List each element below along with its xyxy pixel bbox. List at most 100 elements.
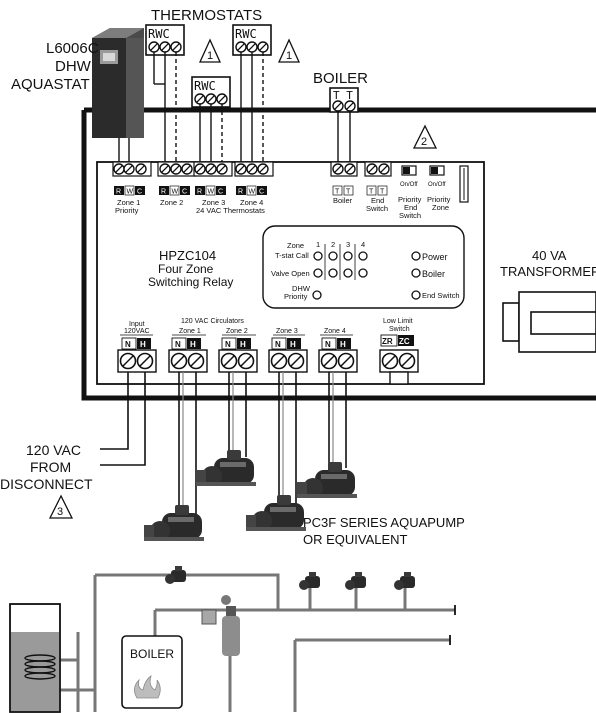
svg-text:Priority: Priority [427,195,451,204]
transformer-label-line2: TRANSFORMER [500,264,596,279]
svg-text:On/Off: On/Off [428,182,446,188]
svg-text:RWC: RWC [194,79,216,93]
svg-text:Zone 1: Zone 1 [179,328,201,335]
piping-pump-b [345,572,366,590]
boiler-bottom-label: BOILER [130,647,174,661]
svg-text:R: R [238,189,243,196]
svg-text:Zone 3: Zone 3 [202,198,225,207]
svg-text:Priority: Priority [284,292,308,301]
svg-text:24 VAC Thermostats: 24 VAC Thermostats [196,206,265,215]
boiler-tt-wires [337,112,351,166]
svg-text:Zone 1: Zone 1 [117,198,140,207]
piping [60,573,455,712]
svg-text:R: R [161,189,166,196]
boiler-tt-terminal: T T [329,87,359,113]
power-input-wires [100,372,146,466]
power-label-line1: 120 VAC [26,442,81,458]
svg-text:N: N [125,340,131,349]
note-triangle-1a: 1 [198,38,222,63]
svg-text:Switch: Switch [389,326,410,333]
thermostats-label: THERMOSTATS [151,7,262,24]
thermostat-zone4: RWC [232,24,272,56]
svg-text:Priority: Priority [398,195,422,204]
svg-text:RWC: RWC [235,27,257,41]
power-label-line3: DISCONNECT [0,476,93,492]
pump-label-line1: PC3F SERIES AQUAPUMP [303,515,465,530]
boiler-top-label: BOILER [313,70,368,87]
svg-text:1: 1 [316,240,320,249]
aquastat-label-line1: L6006C [46,40,99,57]
piping-pump-dhw [165,566,186,584]
svg-text:Valve Open: Valve Open [271,269,310,278]
svg-text:T-stat Call: T-stat Call [275,251,309,260]
svg-text:C: C [218,189,223,196]
svg-text:T T: T T [333,89,353,102]
svg-text:120 VAC Circulators: 120 VAC Circulators [181,318,244,325]
expansion-tank [201,595,240,656]
note-triangle-1b: 1 [277,38,301,63]
svg-text:W: W [127,189,134,196]
svg-text:R: R [197,189,202,196]
svg-text:Zone 4: Zone 4 [240,198,263,207]
piping-pump-a [299,572,320,590]
svg-text:On/Off: On/Off [400,182,418,188]
thermostat-zone2: RWC [145,24,185,56]
svg-text:C: C [259,189,264,196]
note-triangle-3: 3 [48,494,74,519]
svg-text:3: 3 [346,240,350,249]
svg-text:N: N [225,340,231,349]
svg-text:Boiler: Boiler [333,196,353,205]
svg-text:H: H [190,340,196,349]
svg-text:ZC: ZC [399,337,410,346]
svg-text:2: 2 [331,240,335,249]
transformer-label-line1: 40 VA [532,248,567,263]
led-indicators [312,244,421,300]
svg-text:4: 4 [361,240,365,249]
svg-text:120VAC: 120VAC [124,328,150,335]
rwc-letter-boxes: R W C R W C R W C R W C T T T T [114,185,388,196]
dhw-tank [9,603,61,713]
circulator-pump-zone1 [144,505,204,541]
svg-text:End: End [371,196,384,205]
svg-text:ZR: ZR [382,337,393,346]
model-name-line2: Switching Relay [148,275,233,289]
circulator-wires [178,372,347,516]
svg-text:N: N [325,340,331,349]
svg-text:T: T [369,189,374,196]
thermostat-wires [118,52,264,166]
svg-text:T: T [346,189,351,196]
panel-bottom-labels: Input 120VAC 120 VAC Circulators Zone 1 … [124,318,413,335]
svg-text:H: H [140,340,146,349]
panel-top-labels: Zone 1 Priority Zone 2 Zone 3 24 VAC The… [115,182,451,220]
circulator-pump-zone2 [196,450,256,486]
svg-text:N: N [175,340,181,349]
svg-text:H: H [290,340,296,349]
aquastat-label-line2: DHW [55,58,92,75]
led-indicator-panel [262,225,465,309]
piping-pump-c [394,572,415,590]
led-labels: Zone 1 2 3 4 T-stat Call Valve Open DHW … [271,240,460,301]
svg-text:Switch: Switch [366,204,388,213]
svg-text:Zone 4: Zone 4 [324,328,346,335]
circulator-pump-zone3 [246,495,306,531]
lower-boiler [121,635,183,709]
svg-text:Switch: Switch [399,211,421,220]
model-label: HPZC104 [159,248,216,263]
power-label-line2: FROM [30,459,71,475]
svg-text:Low Limit: Low Limit [383,318,413,325]
svg-text:C: C [182,189,187,196]
pump-label-line2: OR EQUIVALENT [303,532,408,547]
svg-text:DHW: DHW [292,284,311,293]
svg-text:Zone 2: Zone 2 [160,198,183,207]
svg-text:2: 2 [421,136,427,148]
svg-text:W: W [208,189,215,196]
svg-text:Priority: Priority [115,206,139,215]
transformer-device [502,291,596,353]
svg-text:T: T [335,189,340,196]
svg-text:T: T [380,189,385,196]
circulator-wires-grey [182,372,334,516]
svg-text:Input: Input [129,321,145,328]
svg-text:C: C [137,189,142,196]
svg-text:W: W [172,189,179,196]
svg-text:Zone: Zone [432,203,449,212]
